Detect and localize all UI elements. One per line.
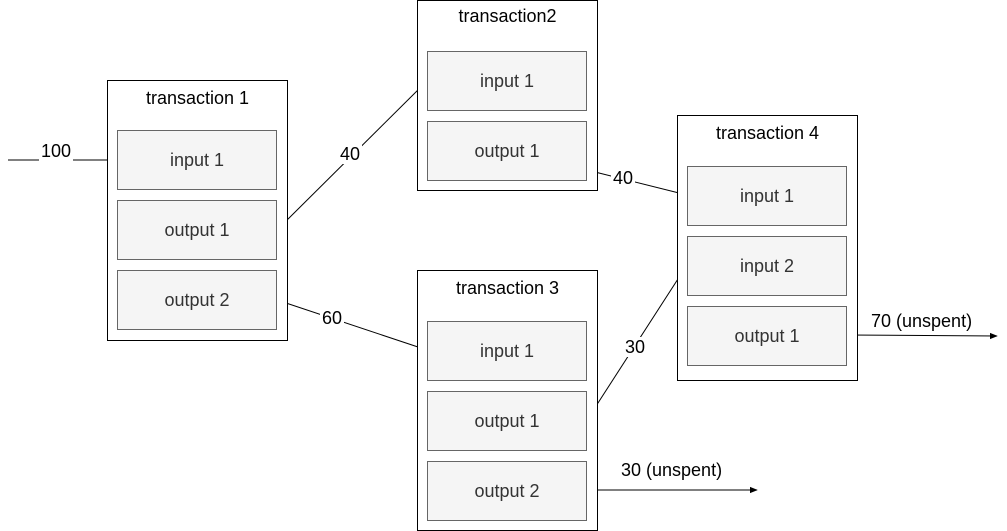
transaction-3-input-1: input 1 (427, 321, 587, 381)
transaction-1-output-2: output 2 (117, 270, 277, 330)
transaction-4-input-1: input 1 (687, 166, 847, 226)
transaction-1-box: transaction 1 input 1 output 1 output 2 (107, 80, 288, 341)
transaction-4-title: transaction 4 (715, 123, 820, 143)
edge-t2-out1-to-t4-in1 (586, 169, 688, 197)
edge-label-30-unspent: 30 (unspent) (621, 460, 723, 480)
transaction-3-output-2: output 2 (427, 461, 587, 521)
edge-t1-out2-to-t3-in1 (276, 299, 428, 351)
transaction-1-input-1: input 1 (117, 130, 277, 190)
edge-label-100: 100 (39, 141, 74, 161)
transaction-4-box: transaction 4 input 1 input 2 output 1 (677, 115, 858, 381)
edge-t4-out1-unspent (846, 332, 998, 340)
transaction-2-title: transaction2 (458, 6, 557, 26)
edge-label-40-t2-t4: 40 (611, 168, 636, 188)
transaction-1-title: transaction 1 (145, 88, 250, 108)
transaction-2-output-1: output 1 (427, 121, 587, 181)
transaction-3-box: transaction 3 input 1 output 1 output 2 (417, 270, 598, 531)
transaction-2-input-1: input 1 (427, 51, 587, 111)
edge-label-60: 60 (320, 308, 345, 328)
edge-label-30-t3-t4: 30 (623, 337, 648, 357)
edge-label-70-unspent: 70 (unspent) (871, 311, 973, 331)
transaction-2-box: transaction2 input 1 output 1 (417, 0, 598, 191)
transaction-4-output-1: output 1 (687, 306, 847, 366)
transaction-4-input-2: input 2 (687, 236, 847, 296)
transaction-3-title: transaction 3 (455, 278, 560, 298)
transaction-3-output-1: output 1 (427, 391, 587, 451)
transaction-1-output-1: output 1 (117, 200, 277, 260)
edge-label-40-t1-t2: 40 (338, 144, 363, 164)
